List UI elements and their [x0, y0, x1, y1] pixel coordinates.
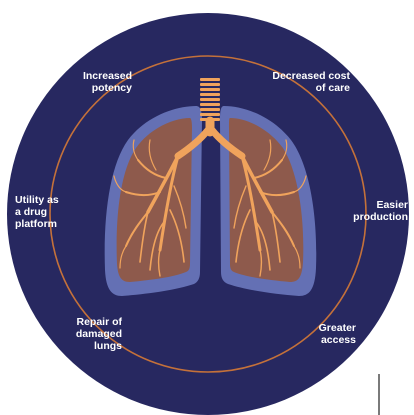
label-easier-production: Easier production — [330, 199, 408, 223]
label-greater-access: Greater access — [290, 322, 356, 346]
label-drug-platform: Utility as a drug platform — [15, 194, 85, 230]
trachea — [200, 78, 220, 121]
label-decreased-cost: Decreased cost of care — [250, 70, 350, 94]
label-increased-potency: Increased potency — [60, 70, 132, 94]
label-repair-lungs: Repair of damaged lungs — [50, 316, 122, 352]
